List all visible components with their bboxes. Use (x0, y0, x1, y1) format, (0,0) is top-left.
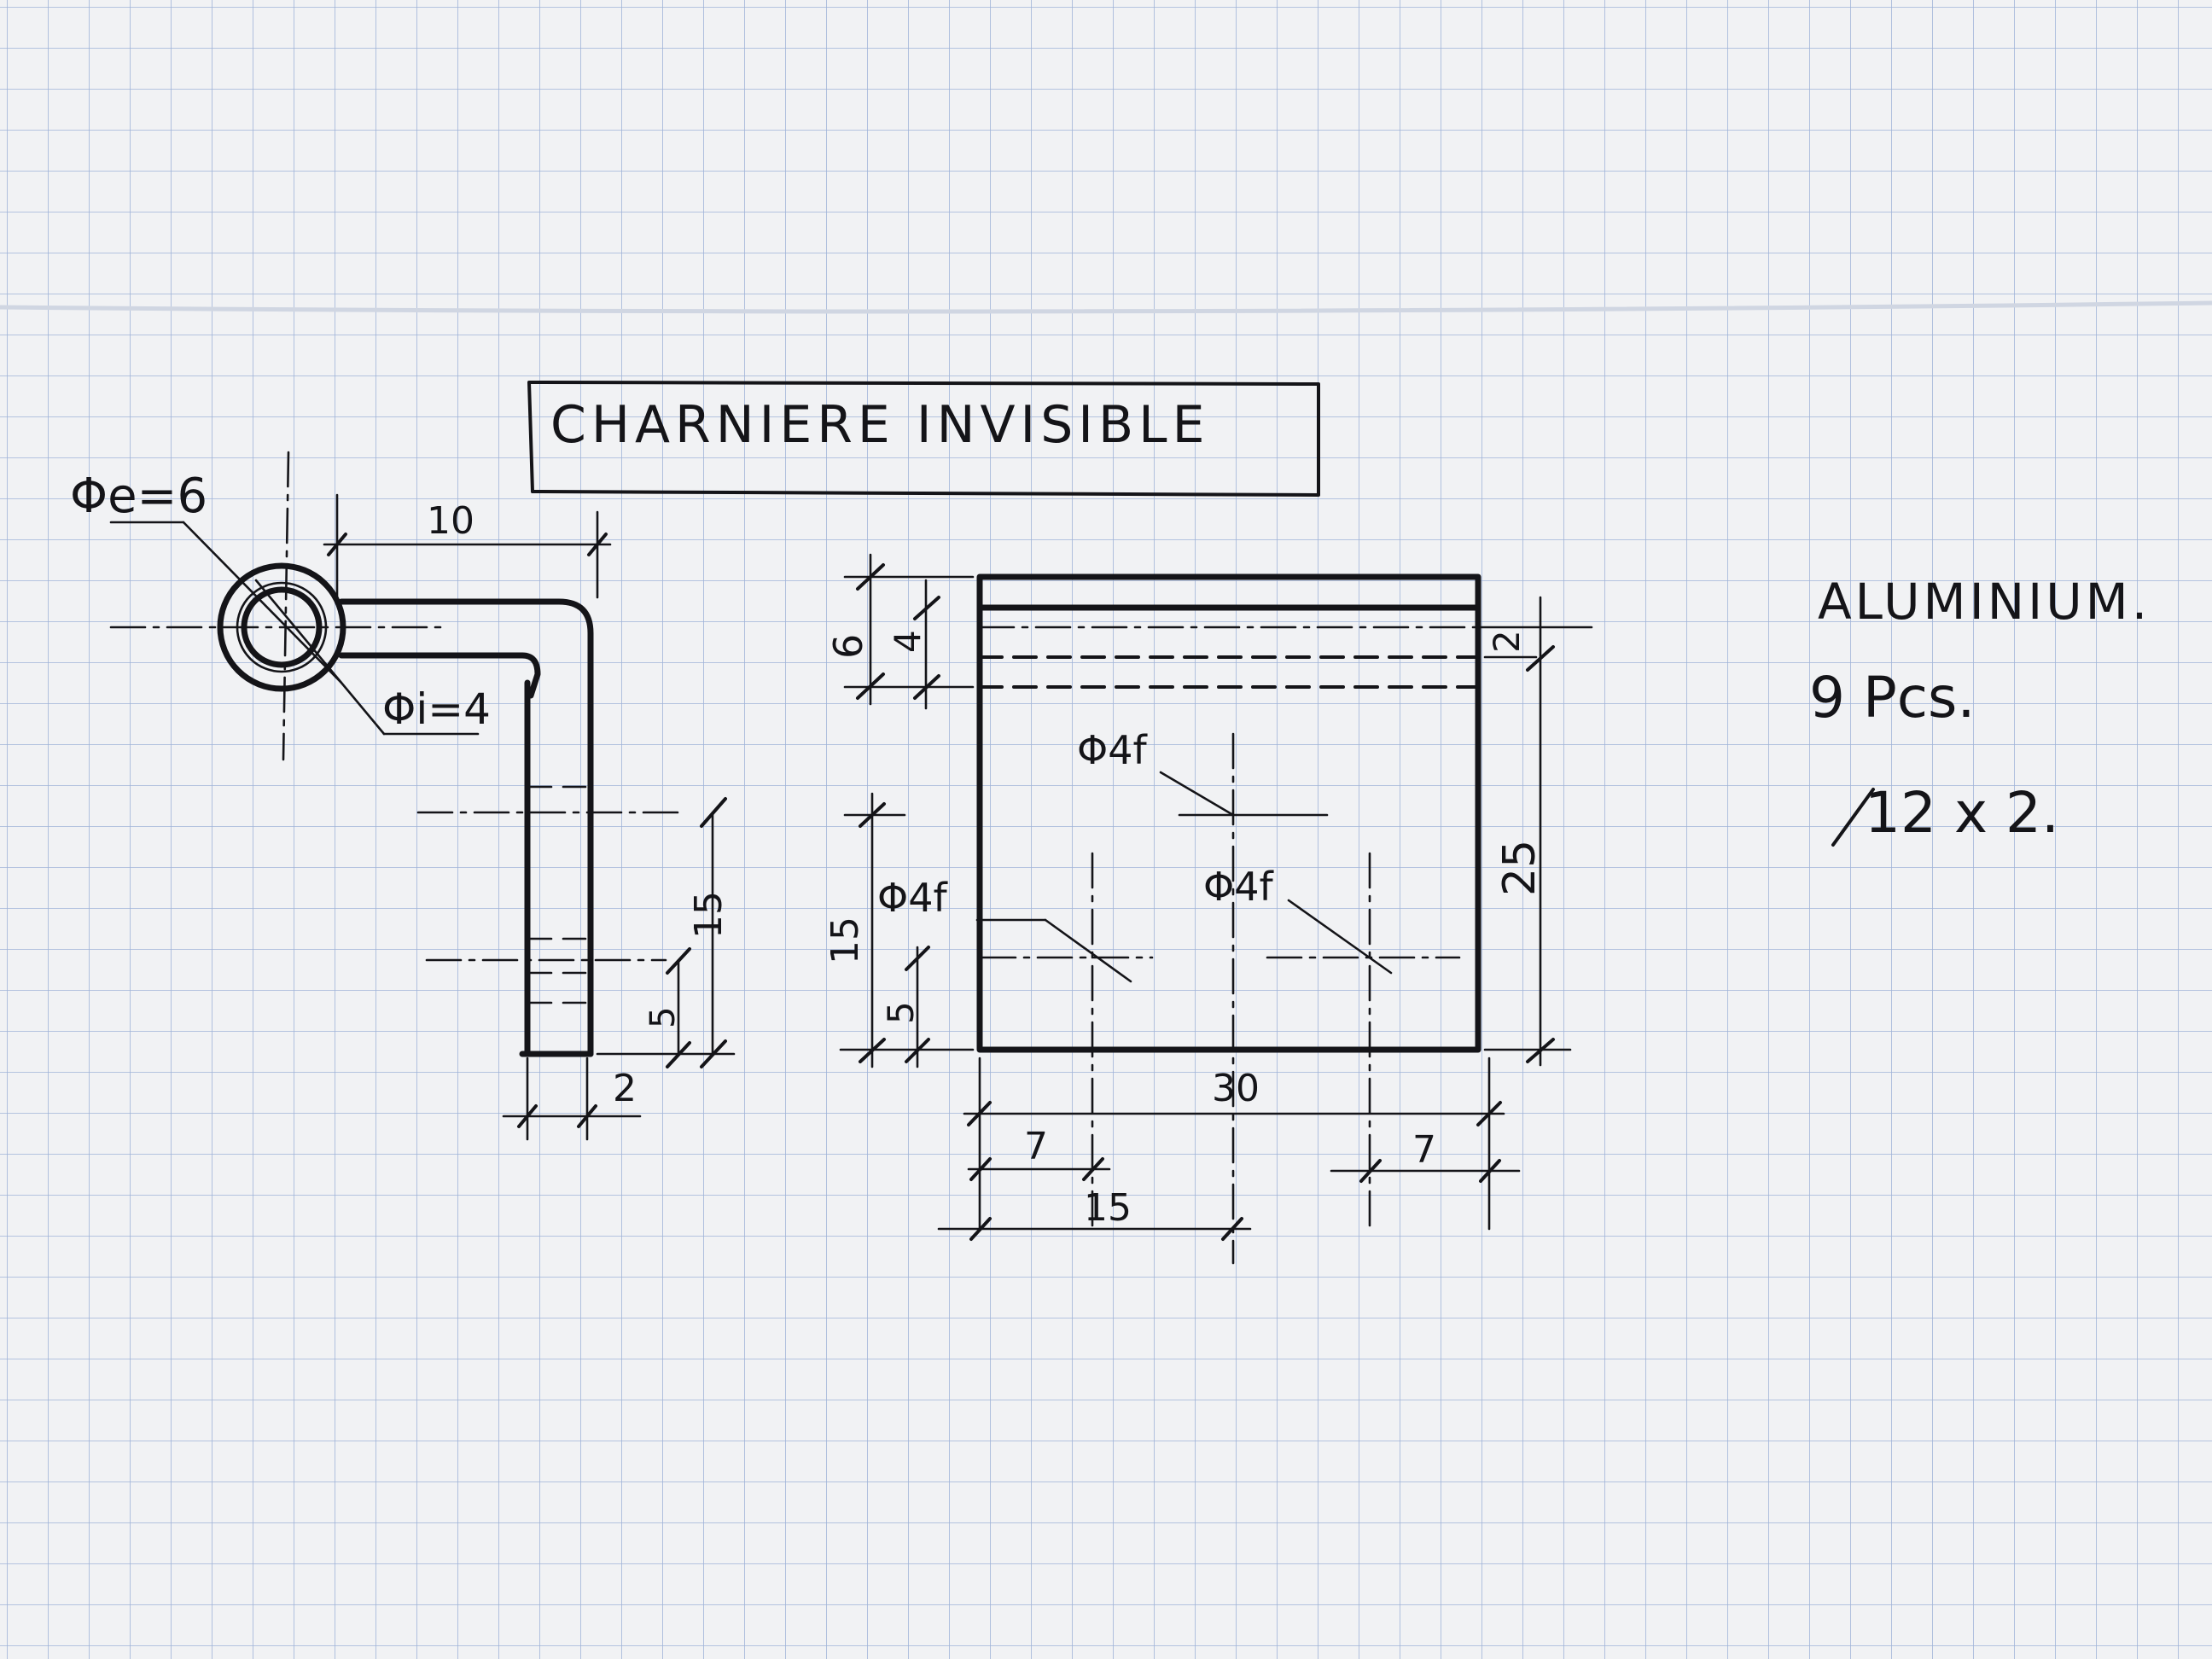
dim-tick (859, 802, 886, 828)
label-dia-outer: Φe=6 (70, 469, 207, 524)
dim-tick (1221, 1217, 1243, 1241)
dim-tick (517, 1104, 538, 1128)
dim-tick (587, 533, 608, 556)
leaf-inner-edge (338, 652, 541, 699)
dim-tick (577, 1104, 597, 1128)
title-block: CHARNIERE INVISIBLE (527, 381, 1320, 497)
dim-tick (1479, 1159, 1501, 1183)
dim-tick (1476, 1101, 1502, 1126)
dim-label-hole-offset: 5 (643, 1007, 683, 1028)
side-view: Φe=6 Φi=4 10 15 5 2 (70, 451, 736, 1141)
dim-label-7-right: 7 (1412, 1128, 1436, 1172)
dim-tick (700, 797, 727, 828)
dim-label-5-left: 5 (880, 1001, 922, 1024)
dim-tick (969, 1157, 992, 1181)
dim-label-30: 30 (1212, 1067, 1260, 1110)
note-stock: 12 x 2. (1865, 780, 2059, 846)
dim-label-2: 2 (1486, 630, 1528, 653)
leader-hole-3 (1287, 899, 1393, 975)
note-quantity: 9 Pcs. (1809, 665, 1975, 731)
leader-dia-outer (182, 521, 343, 684)
dim-tick (1082, 1157, 1104, 1181)
leader-hole-2 (1044, 918, 1132, 983)
dim-tick (859, 1038, 886, 1063)
dim-tick (856, 563, 885, 591)
label-hole-2: Φ4f (877, 875, 948, 921)
dim-tick (913, 674, 940, 700)
dim-label-15-left: 15 (824, 917, 867, 964)
dim-tick (666, 947, 691, 975)
note-material: ALUMINIUM. (1818, 573, 2151, 631)
dim-tick (905, 946, 930, 971)
leader-dia-inner (254, 579, 386, 736)
dim-label-15-bottom: 15 (1084, 1186, 1132, 1230)
dim-tick (967, 1101, 992, 1126)
dim-tick (327, 533, 347, 556)
dim-label-25: 25 (1494, 840, 1545, 896)
dim-label-7-left: 7 (1024, 1125, 1048, 1168)
plate-outline (976, 573, 1481, 1053)
notes-block: ALUMINIUM. 9 Pcs. 12 x 2. (1809, 573, 2151, 847)
note-flourish (1831, 788, 1875, 847)
dim-tick (1526, 1038, 1555, 1063)
dim-label-width: 10 (427, 499, 474, 543)
title-frame (527, 381, 1320, 497)
label-hole-1: Φ4f (1077, 727, 1148, 773)
page-edge (0, 300, 2212, 314)
dim-tick (856, 672, 885, 700)
front-view: Φ4f Φ4f Φ4f 6 4 2 25 15 5 (824, 553, 1593, 1265)
dim-label-thickness: 2 (613, 1067, 637, 1110)
leader-hole-1 (1159, 771, 1235, 817)
dim-label-6: 6 (825, 634, 871, 659)
knuckle-centerline-v (282, 451, 290, 761)
dim-tick (1526, 645, 1555, 672)
dim-label-height: 15 (687, 891, 731, 939)
dim-tick (969, 1217, 992, 1241)
dim-label-4: 4 (887, 630, 928, 653)
dim-tick (905, 1038, 930, 1063)
dim-tick (1359, 1159, 1382, 1183)
title-text: CHARNIERE INVISIBLE (550, 395, 1210, 455)
dim-tick (913, 596, 940, 620)
leaf-outer-edge (338, 598, 594, 1057)
label-dia-inner: Φi=4 (382, 684, 491, 734)
label-hole-3: Φ4f (1203, 864, 1274, 910)
